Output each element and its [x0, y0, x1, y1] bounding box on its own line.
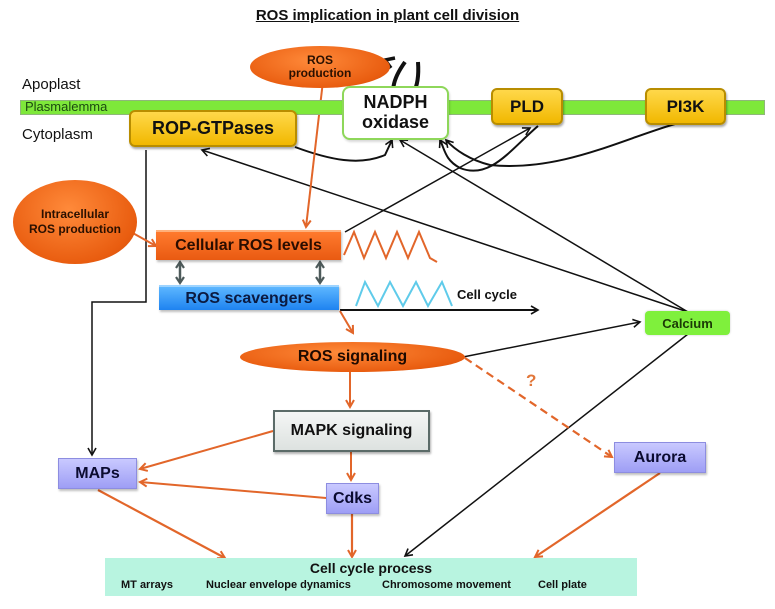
ros-production-line1: ROS — [306, 52, 333, 67]
edge-calcium-to-rop — [200, 147, 689, 313]
apoplast-label: Apoplast — [22, 76, 81, 93]
rop-gtpases-label: ROP-GTPases — [151, 118, 275, 138]
nadph-oxidase-node[interactable]: NADPH oxidase — [342, 86, 449, 140]
cdks-label: Cdks — [332, 489, 373, 507]
edge-pld-to-nadph — [438, 125, 539, 172]
pld-label: PLD — [510, 96, 544, 116]
ros-signaling-label: ROS signaling — [297, 348, 408, 365]
aurora-label: Aurora — [633, 448, 687, 466]
edge-scavengers-to-signaling — [339, 310, 353, 333]
intracellular-line2: ROS production — [29, 222, 121, 236]
ros-production-node[interactable]: ROS production — [250, 46, 390, 88]
intracellular-ros-node[interactable]: Intracellular ROS production — [13, 180, 137, 264]
edge-rop-to-maps — [87, 150, 147, 457]
edge-mapk-to-maps — [140, 430, 274, 469]
pld-node[interactable]: PLD — [491, 88, 563, 125]
nadph-line1: NADPH — [363, 92, 428, 113]
edge-aurora-to-process — [535, 472, 661, 557]
cdks-node[interactable]: Cdks — [326, 483, 379, 514]
process-item-nuclear-envelope: Nuclear envelope dynamics — [206, 579, 351, 591]
cytoplasm-label: Cytoplasm — [22, 126, 93, 143]
edge-ros-levels-to-pld — [344, 127, 532, 233]
scavenger-wave — [355, 279, 453, 309]
calcium-label: Calcium — [662, 315, 713, 331]
edge-rop-to-nadph — [294, 138, 394, 162]
ros-scavengers-node[interactable]: ROS scavengers — [159, 285, 339, 310]
ros-level-wave — [343, 229, 438, 263]
nadph-line2: oxidase — [361, 112, 430, 132]
edge-ros-signaling-to-calcium — [462, 318, 642, 358]
cellular-ros-levels-node[interactable]: Cellular ROS levels — [156, 230, 341, 260]
cell-cycle-process-title: Cell cycle process — [309, 560, 433, 576]
cell-cycle-process-box[interactable]: Cell cycle process MT arrays Nuclear env… — [105, 558, 637, 596]
maps-node[interactable]: MAPs — [58, 458, 137, 489]
ros-signaling-node[interactable]: ROS signaling — [240, 342, 465, 372]
edge-signaling-to-aurora — [464, 357, 612, 457]
edge-pi3k-to-nadph — [444, 123, 676, 167]
cell-cycle-label: Cell cycle — [457, 287, 517, 302]
process-item-mt-arrays: MT arrays — [121, 579, 173, 591]
diagram-title: ROS implication in plant cell division — [255, 7, 520, 24]
pi3k-label: PI3K — [666, 96, 705, 116]
plasmalemma-label: Plasmalemma — [25, 99, 108, 114]
edge-calcium-to-nadph — [398, 139, 689, 313]
unknown-link-question-mark: ? — [526, 371, 537, 390]
rop-gtpases-node[interactable]: ROP-GTPases — [129, 110, 297, 147]
mapk-signaling-node[interactable]: MAPK signaling — [273, 410, 430, 452]
process-item-chromosome-movement: Chromosome movement — [382, 579, 511, 591]
edge-maps-to-process — [97, 489, 225, 558]
calcium-node[interactable]: Calcium — [645, 311, 730, 335]
process-item-cell-plate: Cell plate — [538, 579, 587, 591]
mapk-signaling-label: MAPK signaling — [290, 422, 413, 439]
cellular-ros-levels-label: Cellular ROS levels — [175, 237, 322, 254]
edge-cdks-to-maps — [140, 482, 327, 499]
ros-production-line2: production — [288, 66, 352, 80]
pi3k-node[interactable]: PI3K — [645, 88, 726, 125]
ros-scavengers-label: ROS scavengers — [185, 289, 313, 307]
aurora-node[interactable]: Aurora — [614, 442, 706, 473]
intracellular-line1: Intracellular — [40, 207, 110, 221]
edge-intracellular-to-levels — [130, 231, 156, 246]
maps-label: MAPs — [75, 464, 120, 482]
edge-calcium-to-process — [403, 333, 689, 557]
